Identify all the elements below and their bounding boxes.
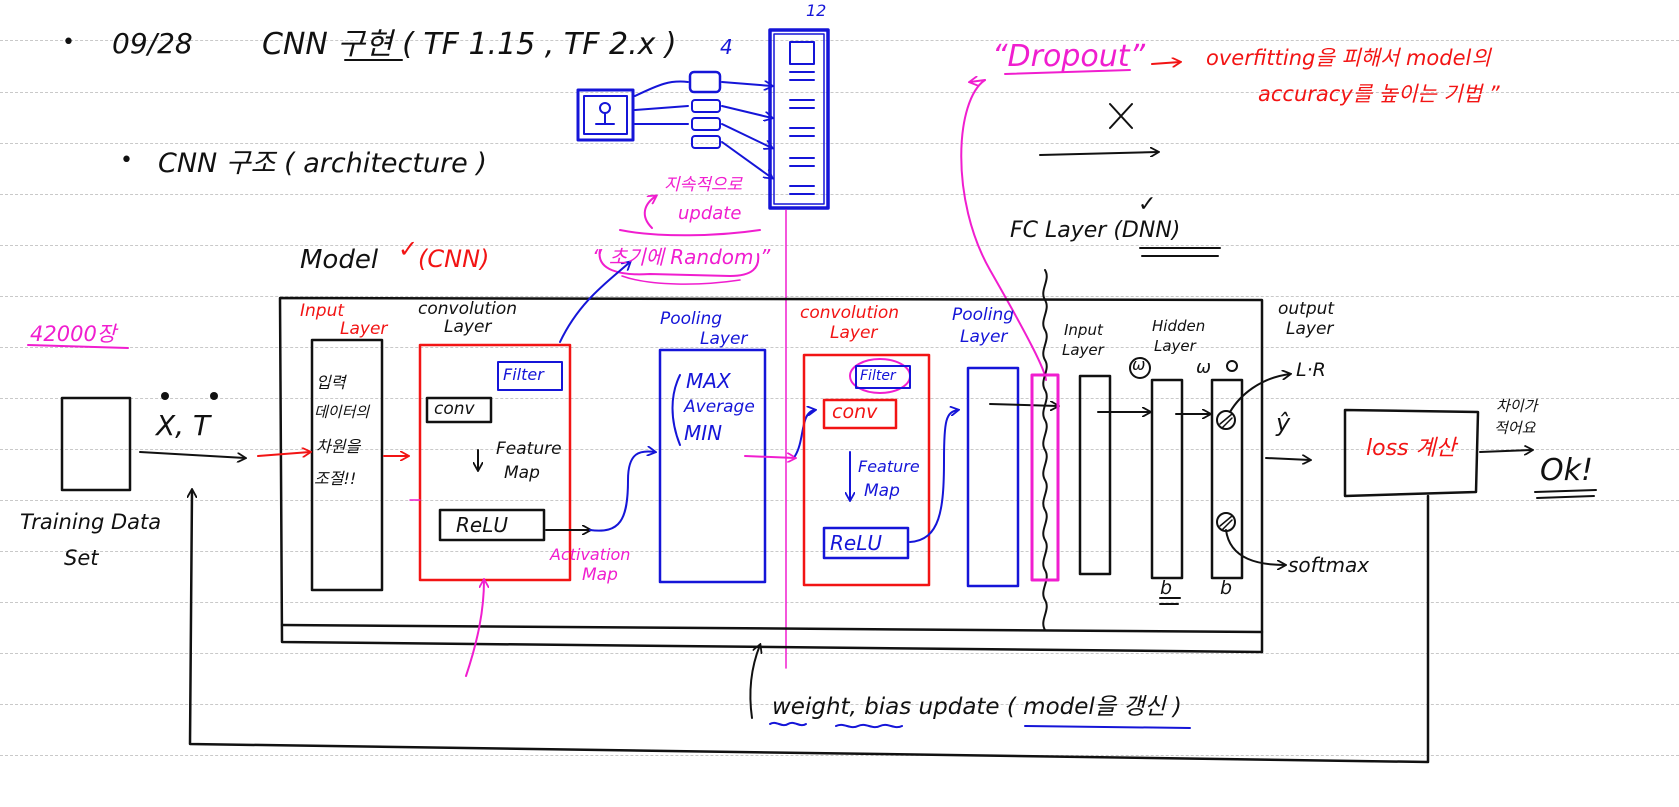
fc-output-layer-2: Layer	[1286, 319, 1334, 339]
pool1-title: Pooling	[660, 309, 723, 329]
loss-question: 차이가	[1496, 397, 1538, 415]
pool-op-average: Average	[684, 397, 755, 417]
input-xt-label: X, T	[156, 409, 211, 442]
fc-check-mark: ✓	[1138, 192, 1157, 217]
dropout-desc-line2: accuracy를 높이는 기법 ”	[1258, 82, 1500, 106]
training-count: 42000장	[30, 322, 117, 346]
pool-op-min: MIN	[684, 421, 723, 445]
ruled-line	[0, 500, 1679, 501]
fc-output-layer: output	[1278, 299, 1335, 319]
random-init-note: “ 초기에 Random ”	[592, 245, 771, 269]
fc-layer-label: FC Layer (DNN)	[1010, 218, 1181, 243]
loss-label: loss 계산	[1366, 436, 1456, 461]
conv1-relu: ReLU	[456, 513, 508, 537]
loss-question-2: 적어요	[1494, 419, 1536, 437]
input-layer-desc: 조절!!	[314, 469, 357, 488]
fc-input-layer: Input	[1064, 321, 1103, 339]
model-cnn-label: (CNN)	[418, 245, 490, 273]
conv2-title-2: Layer	[830, 323, 878, 343]
ruled-line	[0, 755, 1679, 756]
training-data-label: Training Data	[20, 510, 162, 534]
page-title: CNN 구현 ( TF 1.15 , TF 2.x )	[262, 27, 677, 62]
ruled-line	[0, 40, 1679, 41]
ruled-line	[0, 398, 1679, 399]
activation-map-label: Activation	[550, 545, 631, 564]
fc-hidden-layer: Hidden	[1152, 317, 1206, 335]
ruled-line	[0, 551, 1679, 552]
conv1-filter: Filter	[503, 365, 544, 384]
update-note-line2: update	[678, 203, 742, 224]
dropout-desc-line1: overfitting을 피해서 model의	[1206, 46, 1491, 70]
update-note-line1: 지속적으로	[664, 175, 743, 195]
ruled-line	[0, 704, 1679, 705]
weight-bias-update: weight, bias update ( model을 갱신 )	[772, 694, 1182, 720]
fc-input-layer-2: Layer	[1062, 341, 1104, 359]
bullet: •	[62, 30, 75, 55]
section-subtitle: CNN 구조 ( architecture )	[158, 148, 487, 179]
fc-weight-output: ω	[1196, 357, 1212, 378]
dropout-term: “Dropout”	[992, 39, 1146, 74]
conv1-feature-map: Feature	[496, 439, 562, 459]
ruled-line	[0, 296, 1679, 297]
ruled-line	[0, 194, 1679, 195]
input-layer-desc: 입력	[316, 373, 346, 392]
pool2-title-2: Layer	[960, 327, 1008, 347]
fc-bias-hidden: b	[1160, 577, 1173, 599]
ok-label: Ok!	[1540, 453, 1594, 488]
conv2-feature-map: Feature	[858, 457, 920, 476]
conv2-title: convolution	[800, 303, 900, 323]
input-layer-title-2: Layer	[340, 319, 388, 339]
lr-label: L·R	[1296, 359, 1326, 381]
training-data-label-set: Set	[64, 546, 99, 570]
fc-hidden-layer-2: Layer	[1154, 337, 1196, 355]
fc-bias-output: b	[1220, 577, 1233, 599]
conv1-feature-map-2: Map	[504, 463, 540, 483]
activation-map-label-2: Map	[582, 565, 618, 585]
ruled-line	[0, 653, 1679, 654]
ruled-line	[0, 92, 1679, 93]
pool1-title-2: Layer	[700, 329, 748, 349]
conv1-title-2: Layer	[444, 317, 492, 337]
softmax-label: softmax	[1288, 553, 1370, 577]
bullet: •	[120, 148, 133, 173]
ruled-line	[0, 449, 1679, 450]
input-layer-desc: 데이터의	[314, 403, 370, 421]
date-label: 09/28	[112, 27, 193, 60]
conv2-relu: ReLU	[830, 531, 882, 555]
model-check-mark: ✓	[398, 235, 419, 263]
conv2-conv: conv	[832, 401, 878, 423]
input-layer-title: Input	[300, 301, 345, 321]
conv1-title: convolution	[418, 299, 518, 319]
ruled-line	[0, 347, 1679, 348]
fc-weight-hidden: ω	[1132, 355, 1146, 374]
pool2-title: Pooling	[952, 305, 1015, 325]
ruled-line	[0, 143, 1679, 144]
ruled-line	[0, 602, 1679, 603]
conv2-filter: Filter	[860, 368, 896, 384]
model-label: Model	[300, 245, 379, 275]
ruled-line	[0, 245, 1679, 246]
filter-count-small: 4	[720, 35, 733, 59]
prediction-yhat: ŷ	[1276, 409, 1291, 437]
pool-op-max: MAX	[686, 369, 731, 393]
conv2-feature-map-2: Map	[864, 481, 900, 501]
conv1-conv: conv	[434, 399, 475, 419]
input-layer-desc: 차원을	[316, 437, 361, 456]
filter-count-large: 12	[806, 1, 827, 20]
